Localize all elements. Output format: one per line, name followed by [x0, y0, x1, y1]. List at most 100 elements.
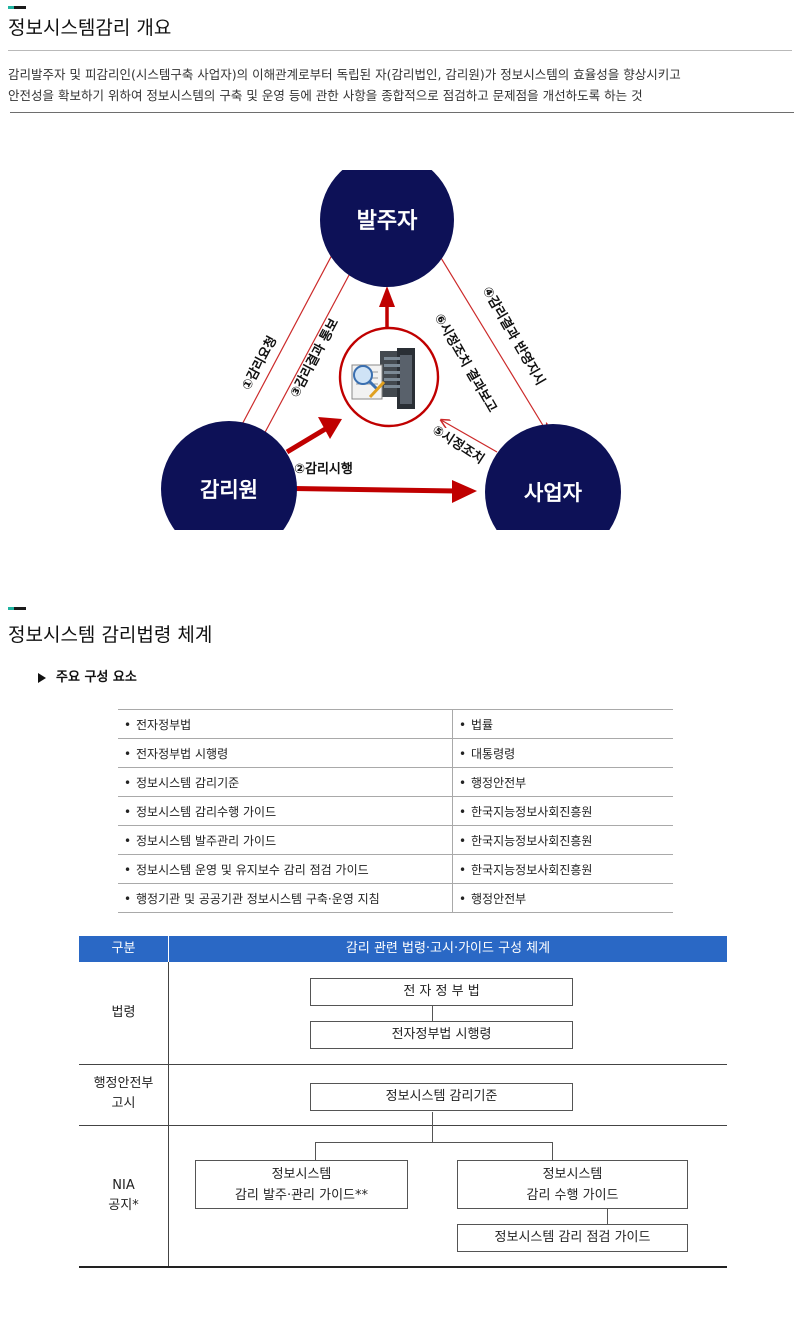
connector-line [432, 1005, 433, 1021]
structure-header-category: 구분 [79, 936, 168, 962]
component-authority-cell: • 대통령령 [452, 738, 673, 768]
overview-definition: 감리발주자 및 피감리인(시스템구축 사업자)의 이해관계로부터 독립된 자(감… [8, 64, 792, 106]
component-name-cell: • 정보시스템 운영 및 유지보수 감리 점검 가이드 [118, 854, 453, 884]
components-table: •전자정부법•법률•전자정부법 시행령•대통령령•정보시스템 감리기준•행정안전… [118, 709, 673, 913]
connector-line [607, 1208, 608, 1224]
bullet-icon: • [124, 833, 132, 848]
box-order-management-guide: 정보시스템 감리 발주·관리 가이드** [195, 1160, 408, 1209]
structure-row-divider [79, 1125, 727, 1126]
flow-label-correction: ⑤시정조치 [429, 422, 487, 467]
result-notice-arrow [261, 262, 356, 439]
definition-line-1: 감리발주자 및 피감리인(시스템구축 사업자)의 이해관계로부터 독립된 자(감… [8, 67, 681, 82]
box-egov-act: 전 자 정 부 법 [310, 978, 573, 1006]
bullet-icon: • [124, 717, 132, 732]
audit-law-structure: 구분 감리 관련 법령·고시·가이드 구성 체계 법령 행정안전부 고시 NIA… [79, 936, 727, 1268]
audit-relationship-diagram: 발주자 감리원 사업자 ①감리요청 ②감리시행 ③감리결과 통보 ④감리결과 반… [161, 170, 621, 530]
row-label-notice-line1: 행정안전부 [93, 1076, 154, 1091]
client-node: 발주자 [320, 170, 454, 287]
box-egov-decree: 전자정부법 시행령 [310, 1021, 573, 1049]
connector-line [315, 1142, 316, 1160]
component-name: 정보시스템 감리수행 가이드 [136, 804, 277, 819]
connector-line [552, 1142, 553, 1160]
contractor-node: 사업자 [485, 424, 621, 530]
component-name: 정보시스템 발주관리 가이드 [136, 833, 277, 848]
bullet-icon: • [459, 775, 467, 790]
structure-bottom-line [79, 1266, 727, 1268]
connector-line [315, 1142, 553, 1143]
component-row: • 전자정부법 • 법률 [118, 709, 673, 739]
bullet-icon: • [124, 862, 132, 877]
row-label-notice-line2: 고시 [111, 1096, 136, 1111]
section2-accent-mark [8, 607, 26, 610]
component-authority: 행정안전부 [471, 891, 527, 906]
connector-line [432, 1112, 433, 1142]
bullet-icon: • [459, 717, 467, 732]
component-name-cell: • 전자정부법 [118, 709, 453, 739]
client-node-label: 발주자 [357, 209, 418, 234]
box-audit-standard: 정보시스템 감리기준 [310, 1083, 573, 1111]
bullet-icon: • [124, 775, 132, 790]
section1-divider [8, 50, 792, 51]
correction-arrow [441, 420, 498, 453]
row-label-nia: NIA 공지* [79, 1176, 168, 1216]
box-audit-check-guide: 정보시스템 감리 점검 가이드 [457, 1224, 688, 1252]
component-name: 행정기관 및 공공기관 정보시스템 구축·운영 지침 [136, 891, 380, 906]
bullet-icon: • [124, 891, 132, 906]
component-authority: 한국지능정보사회진흥원 [471, 833, 593, 848]
component-authority: 한국지능정보사회진흥원 [471, 804, 593, 819]
component-authority-cell: • 행정안전부 [452, 767, 673, 797]
component-name: 정보시스템 운영 및 유지보수 감리 점검 가이드 [136, 862, 369, 877]
information-system-icon [338, 326, 440, 428]
structure-header-system: 감리 관련 법령·고시·가이드 구성 체계 [169, 936, 727, 962]
section1-accent-mark [8, 6, 26, 9]
auditor-node-label: 감리원 [200, 478, 258, 502]
component-row: • 전자정부법 시행령 • 대통령령 [118, 738, 673, 768]
section2-title: 정보시스템 감리법령 체계 [8, 624, 213, 646]
flow-label-correction-report: ⑥시정조치 결과보고 [431, 311, 500, 415]
component-authority: 행정안전부 [471, 775, 527, 790]
key-components-heading-text: 주요 구성 요소 [56, 670, 137, 685]
auditor-node: 감리원 [161, 421, 297, 530]
component-name: 전자정부법 시행령 [136, 746, 229, 761]
component-authority: 법률 [471, 717, 494, 732]
definition-line-2: 안전성을 확보하기 위하여 정보시스템의 구축 및 운영 등에 관한 사항을 종… [8, 88, 643, 103]
component-name: 정보시스템 감리기준 [136, 775, 240, 790]
bullet-icon: • [459, 746, 467, 761]
structure-column-divider [168, 962, 169, 1268]
component-row: • 정보시스템 발주관리 가이드 •한국지능정보사회진흥원 [118, 825, 673, 855]
request-arrow [238, 252, 334, 432]
component-authority: 대통령령 [471, 746, 516, 761]
component-name-cell: • 행정기관 및 공공기관 정보시스템 구축·운영 지침 [118, 883, 453, 913]
row-label-nia-line1: NIA [112, 1178, 135, 1193]
box-perform-guide-line2: 감리 수행 가이드 [526, 1188, 619, 1203]
box-audit-performance-guide: 정보시스템 감리 수행 가이드 [457, 1160, 688, 1209]
section1-title: 정보시스템감리 개요 [8, 17, 172, 39]
component-authority-cell: •한국지능정보사회진흥원 [452, 825, 673, 855]
component-name-cell: • 정보시스템 감리기준 [118, 767, 453, 797]
component-authority-cell: •행정안전부 [452, 883, 673, 913]
row-label-law: 법령 [111, 1005, 136, 1020]
bullet-icon: • [459, 804, 467, 819]
definition-bottom-divider [10, 112, 794, 113]
component-authority-cell: • 한국지능정보사회진흥원 [452, 796, 673, 826]
row-label-notice: 행정안전부 고시 [79, 1074, 168, 1114]
box-order-guide-line1: 정보시스템 [271, 1167, 332, 1182]
component-row: • 정보시스템 감리기준 • 행정안전부 [118, 767, 673, 797]
component-authority-cell: • 법률 [452, 709, 673, 739]
system-to-client-arrow [379, 286, 395, 328]
component-row: •정보시스템 감리수행 가이드 • 한국지능정보사회진흥원 [118, 796, 673, 826]
component-authority-cell: •한국지능정보사회진흥원 [452, 854, 673, 884]
box-order-guide-line2: 감리 발주·관리 가이드** [234, 1188, 369, 1203]
component-name-cell: •정보시스템 감리수행 가이드 [118, 796, 453, 826]
box-perform-guide-line1: 정보시스템 [542, 1167, 603, 1182]
component-authority: 한국지능정보사회진흥원 [471, 862, 593, 877]
flow-label-audit-execution: ②감리시행 [294, 461, 353, 477]
component-name-cell: • 정보시스템 발주관리 가이드 [118, 825, 453, 855]
component-name: 전자정부법 [136, 717, 192, 732]
contractor-node-label: 사업자 [524, 481, 583, 505]
structure-row-divider [79, 1064, 727, 1065]
flow-label-result-notice: ③감리결과 통보 [287, 316, 342, 401]
component-row: • 행정기관 및 공공기관 정보시스템 구축·운영 지침 •행정안전부 [118, 883, 673, 913]
row-label-nia-line2: 공지* [108, 1198, 139, 1213]
auditor-to-system-arrow [285, 417, 342, 455]
